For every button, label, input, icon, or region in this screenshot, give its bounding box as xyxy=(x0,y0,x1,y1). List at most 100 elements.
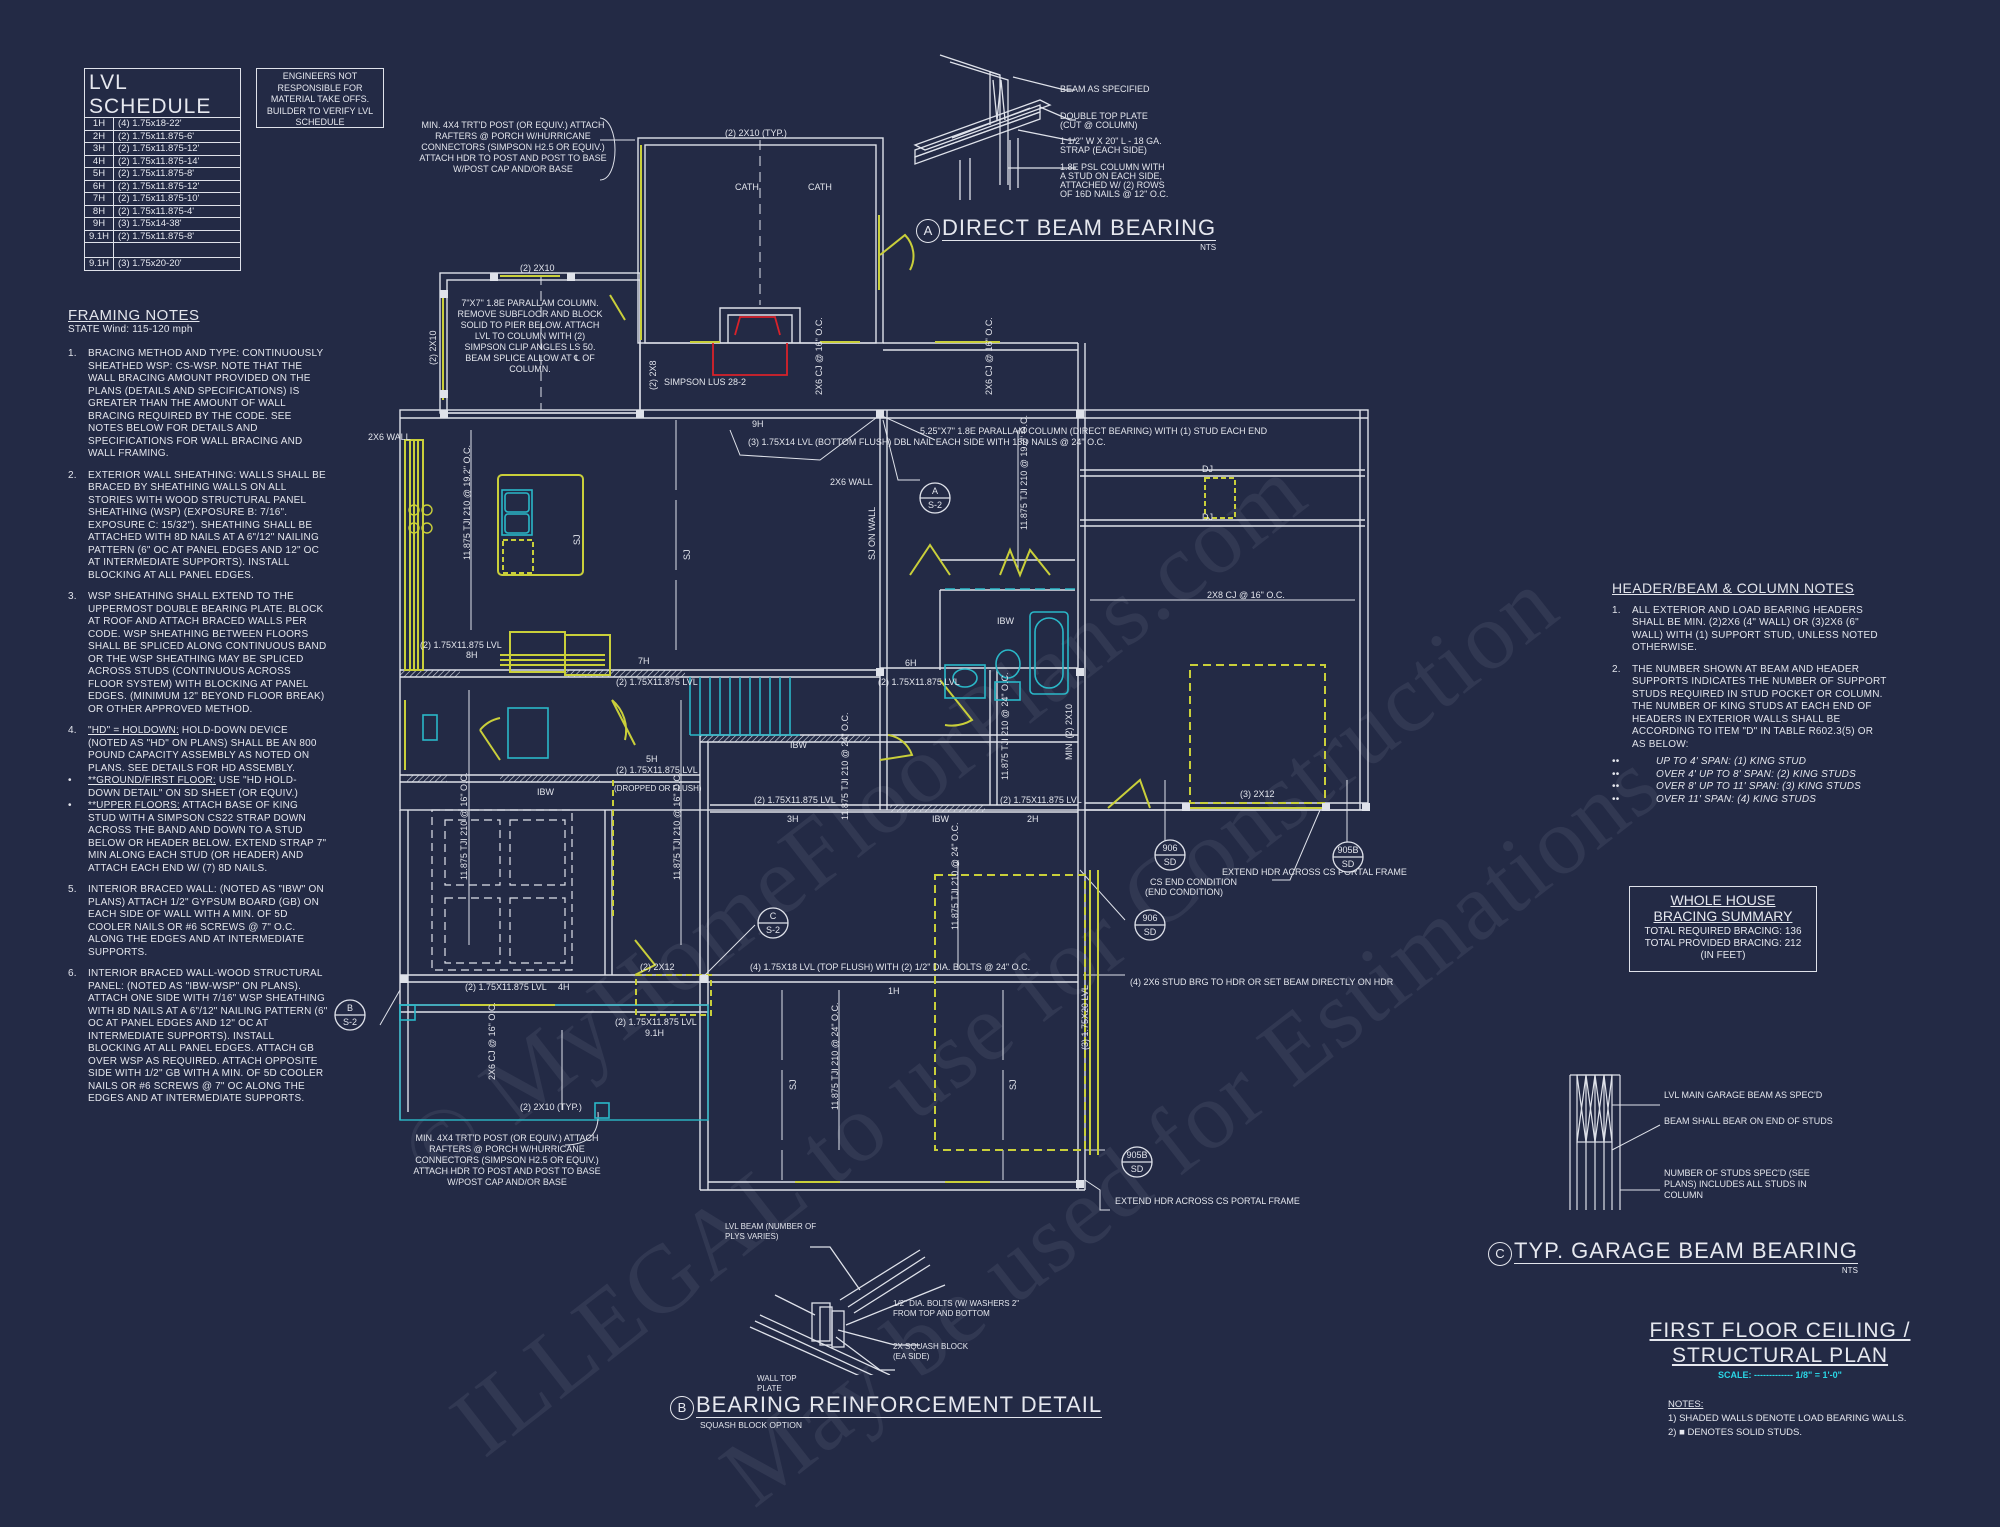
lvl-spec: (3) 1.75x14-38' xyxy=(118,218,182,229)
detail-b-title: BEARING REINFORCEMENT DETAIL xyxy=(696,1392,1103,1418)
bubble-905b-b-bottom: SD xyxy=(1131,1164,1144,1174)
span-text: OVER 11' SPAN: (4) KING STUDS xyxy=(1656,793,1817,805)
header-beam-note-number: 2. xyxy=(1612,663,1621,675)
bubble-906-a-bottom: SD xyxy=(1164,857,1177,867)
lvl-spec: (2) 1.75x11.875-6' xyxy=(118,130,195,142)
label-min-2x10: MIN. (2) 2x10 xyxy=(1064,704,1074,760)
framing-note-item: 4."HD" = HOLDOWN: HOLD-DOWN DEVICE (NOTE… xyxy=(68,725,328,775)
tag-2h: 2H xyxy=(1027,814,1039,824)
framing-note-text: BRACING METHOD AND TYPE: CONTINUOUSLY SH… xyxy=(88,348,324,459)
framing-note-number: 5. xyxy=(68,884,77,895)
bracing-units: (IN FEET) xyxy=(1700,950,1746,961)
framing-note-text: HOLD-DOWN DEVICE (NOTED AS "HD" ON PLANS… xyxy=(88,725,317,774)
lvl-mark: 5H xyxy=(85,168,114,180)
lvl-schedule-row: 9H (3) 1.75x14-38' xyxy=(85,218,240,231)
label-1v-beam: (3) 1.75x20 LVL xyxy=(1080,985,1090,1050)
tag-ibw-1: IBW xyxy=(537,787,555,797)
detail-b-subtitle: SQUASH BLOCK OPTION xyxy=(700,1419,803,1430)
bubble-906-b-bottom: SD xyxy=(1144,927,1157,937)
label-cs-end: CS END CONDITION xyxy=(1150,877,1237,887)
label-porch-post-top: MIN. 4x4 TRT'D POST (OR EQUIV.) ATTACH R… xyxy=(419,120,607,174)
bracing-summary-box: WHOLE HOUSE BRACING SUMMARY TOTAL REQUIR… xyxy=(1629,886,1817,972)
label-2x10-top: (2) 2x10 xyxy=(520,263,555,273)
lvl-spec: (2) 1.75x11.875-12' xyxy=(118,143,200,154)
label-2x6-wall-left: 2x6 WALL xyxy=(368,432,411,442)
sheet-notes: NOTES: 1) SHADED WALLS DENOTE LOAD BEARI… xyxy=(1668,1398,1928,1440)
lvl-mark: 9H xyxy=(85,218,114,230)
tag-4h: 4H xyxy=(558,982,570,992)
lvl-schedule-table: LVL SCHEDULE 1H(4) 1.75x18-22'2H(2) 1.75… xyxy=(84,68,241,271)
framing-note-text: EXTERIOR WALL SHEATHING: WALLS SHALL BE … xyxy=(88,469,326,581)
tag-ibw-3: IBW xyxy=(932,814,950,824)
king-stud-span-list: ••UP TO 4' SPAN: (1) KING STUD••OVER 4' … xyxy=(1612,756,1887,806)
detail-a-callout-psl-column: 1.8E PSL COLUMN WITH A STUD ON EACH SIDE… xyxy=(1060,162,1169,199)
tag-ibw-2: IBW xyxy=(790,740,808,750)
framing-notes-title: FRAMING NOTES xyxy=(68,307,200,324)
tag-9h: 9H xyxy=(752,419,764,429)
label-2x10-typ-porch: (2) 2x10 (TYP.) xyxy=(520,1102,582,1112)
header-beam-note-item: 1.ALL EXTERIOR AND LOAD BEARING HEADERS … xyxy=(1612,605,1887,655)
bubble-905b-a-bottom: SD xyxy=(1342,859,1355,869)
tag-1h: 1H xyxy=(888,986,900,996)
label-6h-beam: (2) 1.75x11.875 LVL xyxy=(878,677,960,687)
lvl-mark: 7H xyxy=(85,193,114,205)
detail-b-callout-top-plate: WALL TOP PLATE xyxy=(757,1374,797,1393)
detail-c-nts: NTS xyxy=(1841,1265,1858,1275)
label-tji-24-a: 11.875 TJI 210 @ 24" O.C. xyxy=(840,712,850,820)
header-beam-notes: HEADER/BEAM & COLUMN NOTES 1.ALL EXTERIO… xyxy=(1612,581,1887,806)
lvl-schedule-title: LVL SCHEDULE xyxy=(85,69,240,118)
sheet-notes-title: NOTES: xyxy=(1668,1399,1704,1410)
detail-c-drawing xyxy=(1569,1074,1621,1210)
framing-notes-list: 1.BRACING METHOD AND TYPE: CONTINUOUSLY … xyxy=(68,348,328,1106)
bullet-icon: •• xyxy=(1612,793,1620,805)
state-wind: STATE Wind: 115-120 mph xyxy=(68,323,193,335)
detail-c-callout-bear: BEAM SHALL BEAR ON END OF STUDS xyxy=(1664,1116,1833,1126)
label-3h-beam: (2) 1.75x11.875 LVL xyxy=(754,795,836,805)
label-91h-beam: (2) 1.75x11.875 LVL xyxy=(615,1017,697,1027)
label-simpson-lus: SIMPSON LUS 28-2 xyxy=(664,377,746,387)
header-beam-notes-list: 1.ALL EXTERIOR AND LOAD BEARING HEADERS … xyxy=(1612,605,1887,752)
label-sj-1: SJ xyxy=(682,549,692,560)
label-9h-beam: (3) 1.75x14 LVL (BOTTOM FLUSH) DBL NAIL … xyxy=(748,437,1106,447)
label-dj-2: DJ xyxy=(1202,512,1213,522)
lvl-mark: 9.1H xyxy=(85,230,114,242)
detail-c-letter: C xyxy=(1488,1241,1512,1266)
label-tji-16-b: 11.875 TJI 210 @ 16" O.C. xyxy=(672,772,682,880)
detail-a-drawing xyxy=(913,54,1076,200)
label-tji-24-d: 11.875 TJI 210 @ 24" O.C. xyxy=(830,1002,840,1110)
span-text: OVER 8' UP TO 11' SPAN: (3) KING STUDS xyxy=(1656,781,1861,792)
lvl-schedule-row: 8H(2) 1.75x11.875-4' xyxy=(85,205,240,218)
label-sd-end-condition: (END CONDITION) xyxy=(1145,887,1223,897)
lvl-schedule-row: 9.1H(3) 1.75x20-20' xyxy=(85,258,240,270)
lvl-schedule-row: 5H(2) 1.75x11.875-8' xyxy=(85,168,240,181)
detail-c-callout-beam: LVL MAIN GARAGE BEAM AS SPEC'D xyxy=(1664,1090,1823,1100)
label-stud-brg: (4) 2x6 STUD BRG TO HDR OR SET BEAM DIRE… xyxy=(1130,977,1394,987)
label-sj-on-wall: SJ ON WALL xyxy=(867,507,877,560)
framing-note-item: 5.INTERIOR BRACED WALL: (NOTED AS "IBW" … xyxy=(68,884,328,959)
label-extend-hdr-a: EXTEND HDR ACROSS CS PORTAL FRAME xyxy=(1222,867,1407,877)
label-sj-4: SJ xyxy=(1008,1079,1018,1090)
bubble-b-top: B xyxy=(347,1003,353,1013)
detail-b-callout-squash-block: 2x SQUASH BLOCK (EA SIDE) xyxy=(893,1342,969,1361)
label-2x8-cj: 2x8 CJ @ 16" O.C. xyxy=(1207,590,1285,600)
lvl-spec: (2) 1.75x11.875-10' xyxy=(118,193,200,204)
label-2x10-left: (2) 2x10 xyxy=(428,330,438,365)
lvl-mark: 2H xyxy=(85,130,114,142)
bubble-905b-a-top: 905B xyxy=(1337,845,1358,855)
king-stud-span-item: ••UP TO 4' SPAN: (1) KING STUD xyxy=(1612,756,1887,769)
lvl-schedule-row: 7H (2) 1.75x11.875-10' xyxy=(85,193,240,206)
detail-a-callout-top-plate: DOUBLE TOP PLATE (CUT @ COLUMN) xyxy=(1060,111,1148,130)
lvl-schedule-row xyxy=(85,243,240,258)
lvl-schedule-row: 6H(2) 1.75x11.875-12' xyxy=(85,180,240,193)
label-2x6-cj-porch: 2x6 CJ @ 16" O.C. xyxy=(487,1002,497,1080)
label-2x6-cj-b: 2x6 CJ @ 16" O.C. xyxy=(984,317,994,395)
label-tji-24-c: 11.875 TJI 210 @ 24" O.C. xyxy=(950,822,960,930)
framing-note-item: 1.BRACING METHOD AND TYPE: CONTINUOUSLY … xyxy=(68,348,328,461)
detail-a-title: DIRECT BEAM BEARING xyxy=(942,215,1217,241)
framing-note-text: USE "HD HOLD-DOWN DETAIL" ON SD SHEET (O… xyxy=(88,775,299,799)
framing-note-item: 3.WSP SHEATHING SHALL EXTEND TO THE UPPE… xyxy=(68,591,328,716)
label-7h-beam: (2) 1.75x11.875 LVL xyxy=(616,677,698,687)
framing-note-lead: **GROUND/FIRST FLOOR: xyxy=(88,775,216,786)
